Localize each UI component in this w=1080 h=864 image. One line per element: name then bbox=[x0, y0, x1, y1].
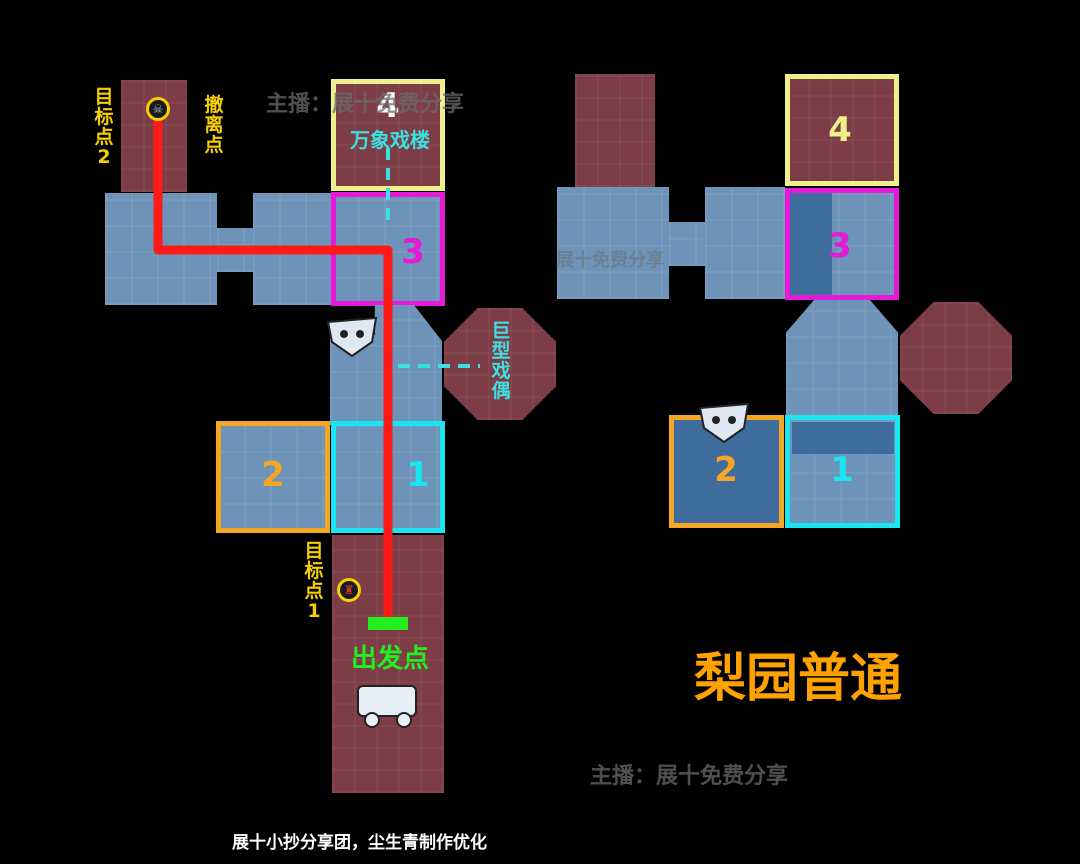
start-label: 出发点 bbox=[350, 644, 429, 674]
right-top-red-room bbox=[575, 74, 655, 187]
right-octagon-room bbox=[900, 302, 1012, 414]
room-3-right-frame bbox=[785, 188, 899, 300]
wanxiang-label: 万象戏楼 bbox=[350, 128, 430, 152]
evac-marker-icon[interactable]: ☠ bbox=[146, 97, 170, 121]
room-4-right bbox=[786, 75, 898, 185]
start-bar bbox=[368, 617, 408, 630]
boss-ghost-icon bbox=[322, 312, 382, 360]
map-title: 梨园普通 bbox=[694, 649, 903, 709]
right-corridor-1 bbox=[669, 222, 705, 266]
room-1-right-number: 1 bbox=[830, 450, 854, 490]
puppet-room bbox=[444, 308, 556, 420]
watermark-mid: 展十免费分享 bbox=[556, 250, 664, 271]
room-3-right-number: 3 bbox=[828, 226, 852, 266]
watermark-bottom: 主播：展十免费分享 bbox=[590, 764, 789, 789]
watermark-top: 主播：展十免费分享 bbox=[266, 92, 465, 117]
boss-ghost-icon-right bbox=[694, 398, 754, 446]
right-west-hall bbox=[557, 187, 669, 299]
room-1-right-frame bbox=[785, 415, 900, 528]
room-1-right-dark bbox=[792, 422, 894, 454]
footer-credit: 展十小抄分享团，尘生青制作优化 bbox=[232, 833, 487, 853]
room-4-right-frame bbox=[785, 74, 899, 186]
room-4-left-number: 4 bbox=[376, 86, 400, 126]
room-2-left bbox=[218, 423, 328, 531]
cart-icon bbox=[352, 678, 424, 730]
right-corridor-room bbox=[705, 187, 785, 299]
room-2-right-number: 2 bbox=[714, 450, 738, 490]
evac-label: 撤离点 bbox=[204, 94, 224, 156]
room-1-left-number: 1 bbox=[406, 455, 430, 495]
room-2-left-frame bbox=[216, 421, 330, 533]
target-marker-icon[interactable]: ♜ bbox=[337, 578, 361, 602]
room-3-right-dark bbox=[790, 193, 832, 295]
room-3-left-number: 3 bbox=[401, 232, 425, 272]
room-4-right-number: 4 bbox=[828, 110, 852, 150]
right-center-passage bbox=[786, 300, 898, 416]
route-line bbox=[153, 110, 393, 620]
room-2-left-number: 2 bbox=[261, 455, 285, 495]
puppet-label: 巨型戏偶 bbox=[491, 320, 511, 402]
